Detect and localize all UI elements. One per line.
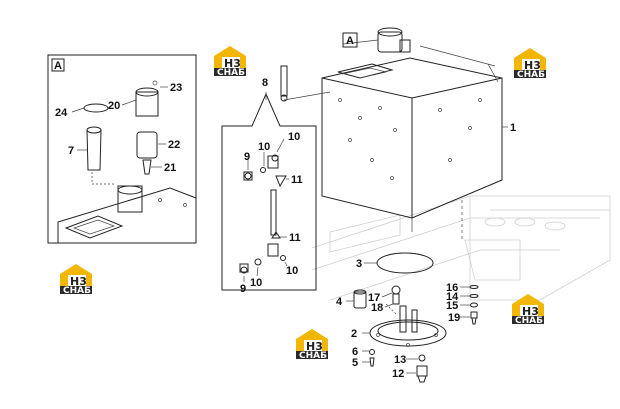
part-label-10d: 10 [286, 265, 298, 277]
svg-text:H3: H3 [524, 59, 541, 72]
part-label-12: 12 [392, 368, 404, 380]
part-label-23: 23 [170, 82, 182, 94]
part-label-21: 21 [164, 162, 176, 174]
part-label-11a: 11 [291, 174, 303, 186]
part-label-9a: 9 [244, 151, 250, 163]
svg-text:СНАБ: СНАБ [515, 316, 543, 326]
part-label-17: 17 [368, 292, 380, 304]
watermark-logo-5: H3 СНАБ [512, 294, 544, 326]
part-label-10b: 10 [258, 141, 270, 153]
part-label-11b: 11 [289, 232, 301, 244]
part-labels: 1 2 3 4 5 6 7 8 9 9 10 10 10 10 11 11 12… [55, 77, 516, 380]
part-label-24: 24 [55, 107, 68, 119]
part-label-16: 16 [446, 282, 458, 294]
part-label-7: 7 [68, 145, 74, 157]
part-label-13: 13 [394, 354, 406, 366]
detail-a-box [47, 54, 197, 244]
detail-a-title: A [54, 60, 62, 72]
machine-frame-outline [311, 195, 611, 301]
svg-text:СНАБ: СНАБ [217, 68, 245, 78]
part-label-3: 3 [356, 258, 362, 270]
watermark-logo-3: H3 СНАБ [60, 264, 92, 296]
leader-lines [71, 39, 508, 374]
svg-text:H3: H3 [522, 305, 539, 318]
level-gauge-part-8 [280, 65, 331, 102]
part-label-5: 5 [352, 357, 358, 369]
part-label-9b: 9 [240, 283, 246, 295]
part-label-10c: 10 [250, 277, 262, 289]
part-label-15: 15 [446, 300, 458, 312]
part-label-10a: 10 [288, 131, 300, 143]
tank-gasket-part-3 [376, 252, 434, 274]
svg-text:H3: H3 [306, 340, 323, 353]
part-label-20: 20 [108, 100, 120, 112]
part-label-22: 22 [168, 139, 180, 151]
hardware-stack [469, 285, 479, 325]
detail-marker-label: A [346, 35, 354, 47]
svg-text:H3: H3 [224, 57, 241, 70]
svg-text:СНАБ: СНАБ [299, 351, 327, 361]
part-label-1: 1 [510, 122, 516, 134]
detail-marker-box [342, 32, 358, 48]
part-label-14: 14 [446, 291, 459, 303]
part-label-4: 4 [336, 296, 343, 308]
part-label-18: 18 [371, 302, 383, 314]
svg-text:СНАБ: СНАБ [63, 286, 91, 296]
watermark-logo-4: H3 СНАБ [296, 329, 328, 361]
svg-text:H3: H3 [70, 275, 87, 288]
part-label-19: 19 [448, 312, 460, 324]
watermark-logo-2: H3 СНАБ [514, 48, 546, 80]
svg-text:СНАБ: СНАБ [517, 70, 545, 80]
watermark-logo-1: H3 СНАБ [214, 46, 246, 78]
gauge-detail-box [221, 92, 317, 291]
part-label-2: 2 [351, 328, 357, 340]
drain-flange-assembly [353, 285, 447, 383]
part-label-8: 8 [262, 77, 268, 89]
hydraulic-tank [321, 27, 503, 240]
part-label-6: 6 [352, 346, 358, 358]
